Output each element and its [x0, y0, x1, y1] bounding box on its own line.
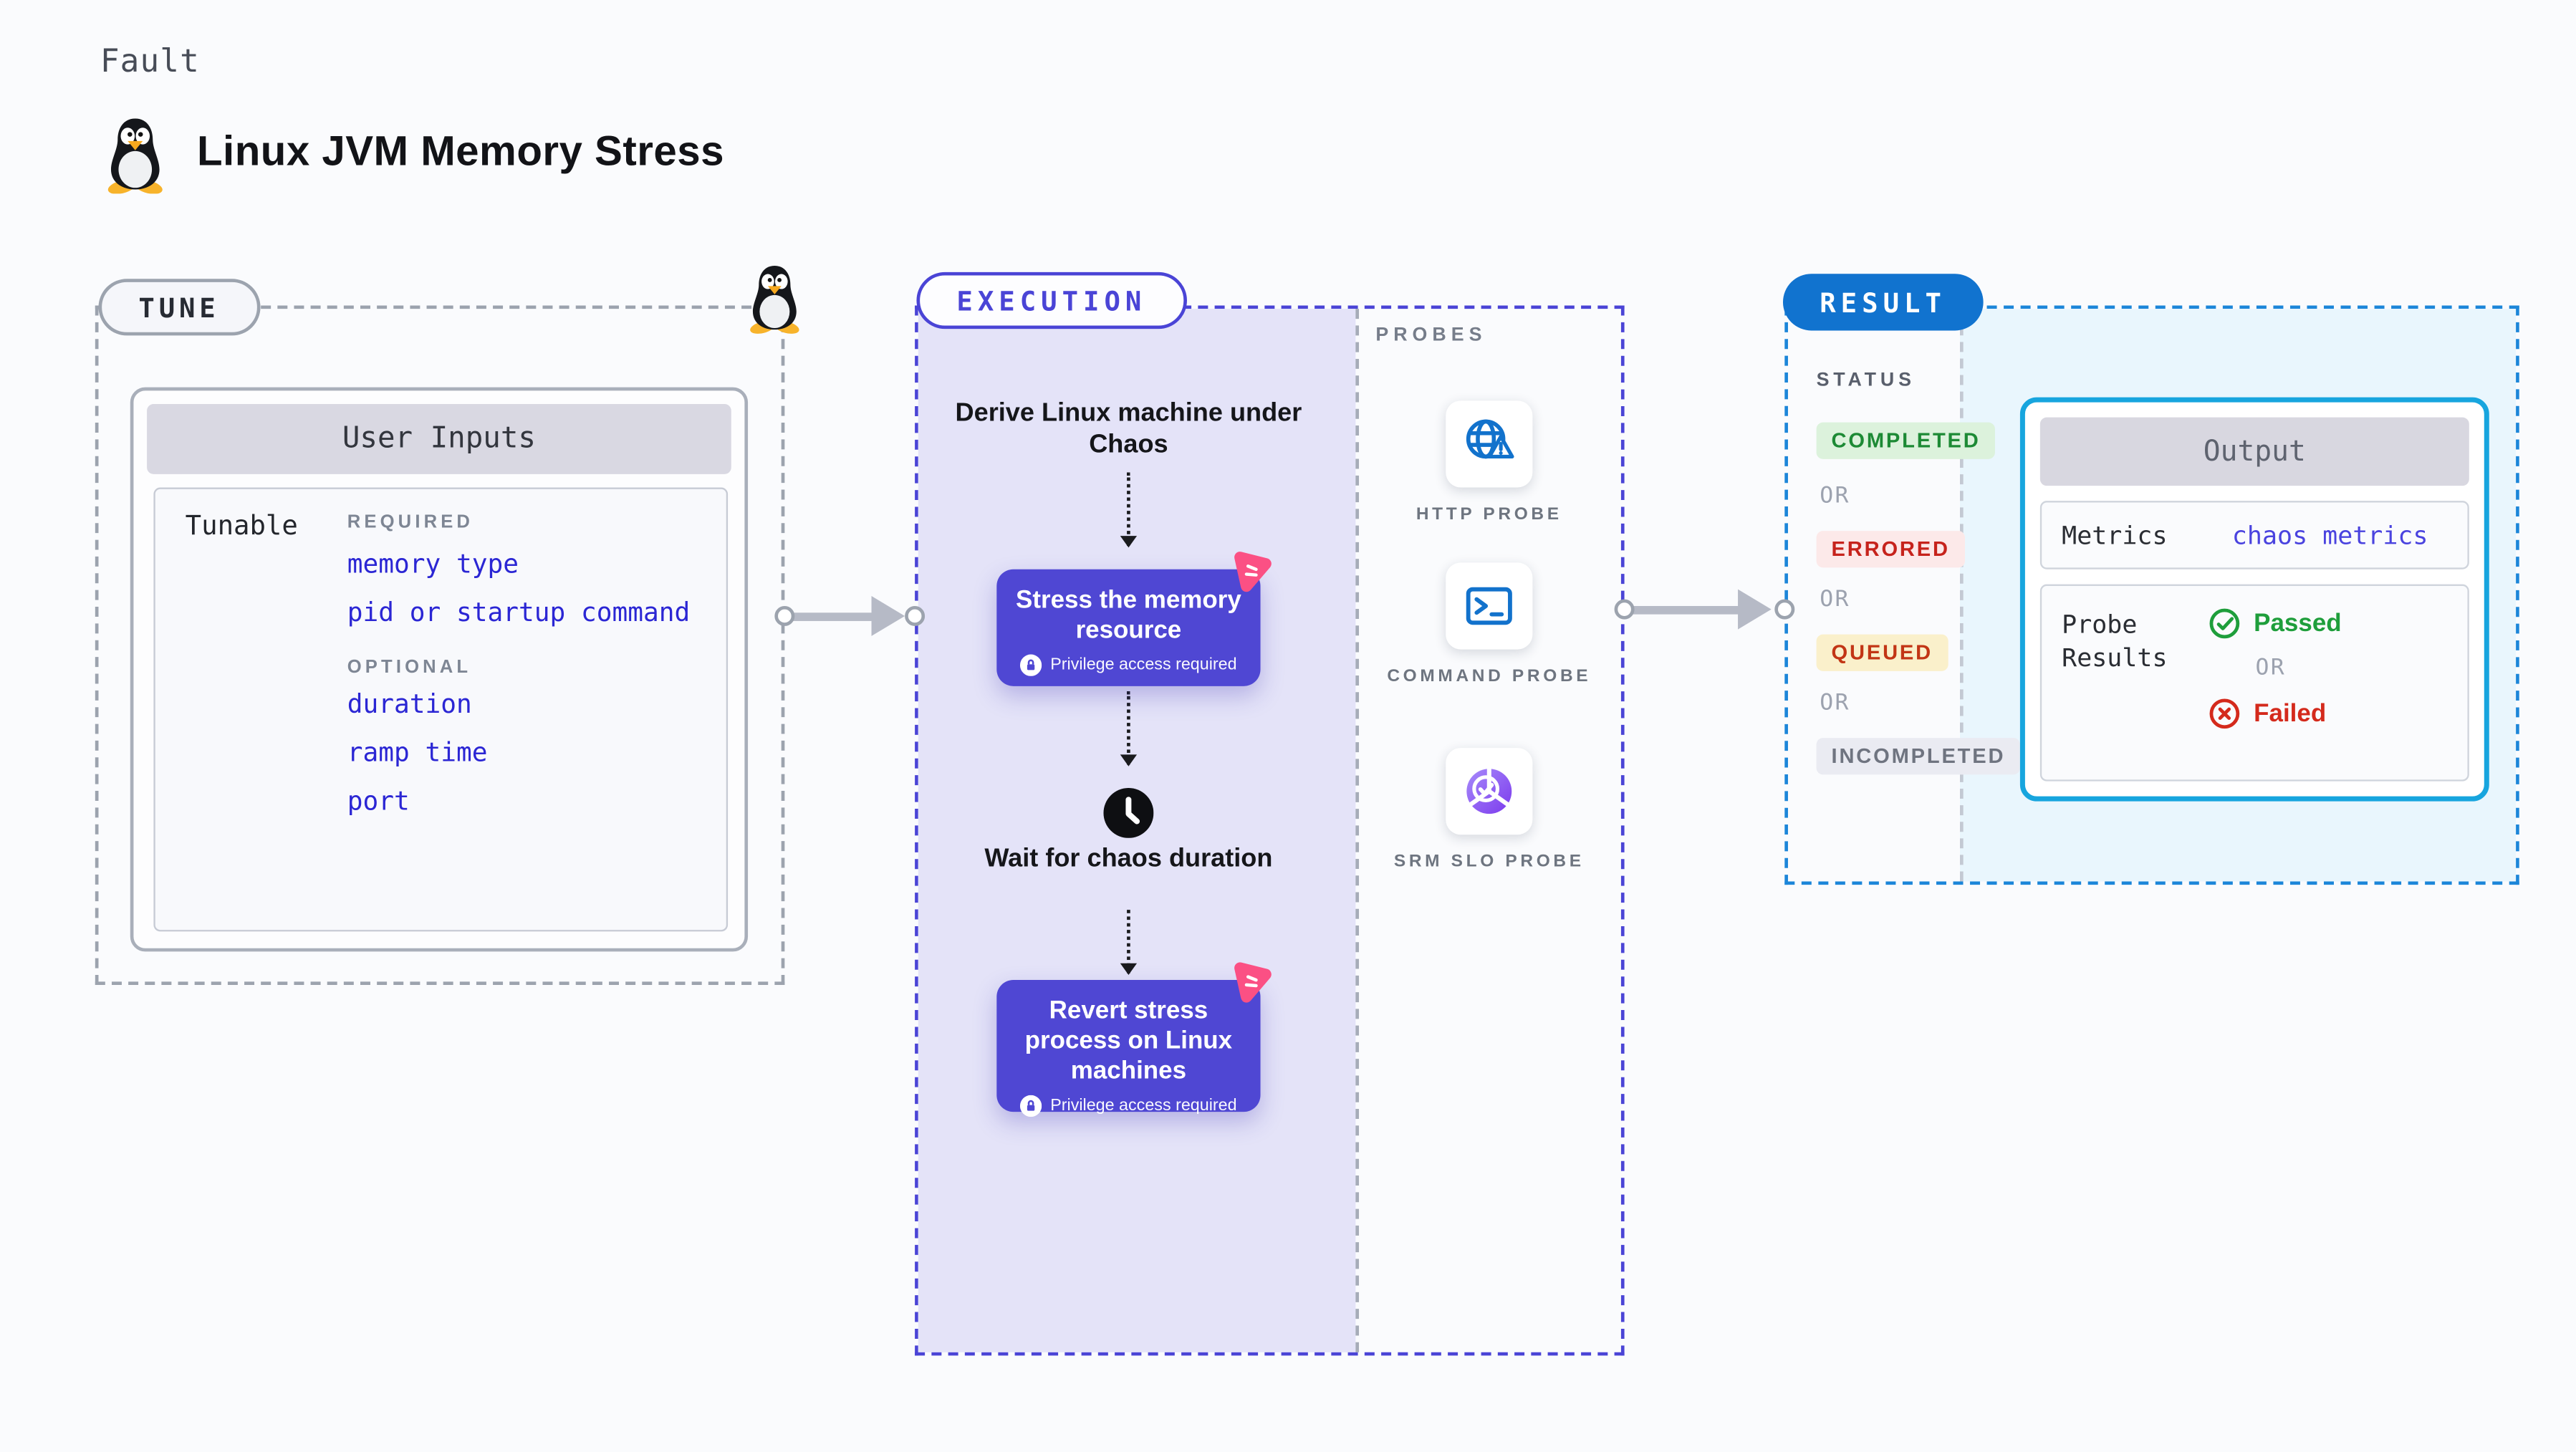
chaos-metrics-link[interactable]: chaos metrics: [2231, 521, 2428, 552]
probe-results-verdicts: Passed OR Failed: [2209, 607, 2342, 729]
http-probe-label: HTTP PROBE: [1416, 504, 1562, 524]
chaos-logo-icon: [1234, 962, 1272, 1003]
flow-arrow-down: [1120, 472, 1138, 548]
globe-warning-icon: [1466, 419, 1514, 459]
tune-to-execution-arrow: [774, 595, 926, 636]
x-circle-icon: [2209, 698, 2240, 729]
tunable-list: REQUIRED memory type pid or startup comm…: [347, 506, 690, 835]
http-probe-card: [1446, 400, 1533, 488]
command-probe-label: COMMAND PROBE: [1387, 665, 1592, 686]
result-badge: RESULT: [1782, 274, 1984, 331]
check-circle-icon: [2209, 608, 2240, 639]
slo-donut-check-icon: [1466, 768, 1512, 814]
user-inputs-body: Tunable REQUIRED memory type pid or star…: [153, 487, 729, 932]
connector-endpoint: [774, 605, 795, 626]
required-group-label: REQUIRED: [347, 512, 474, 533]
connector-endpoint: [905, 605, 926, 626]
optional-group-label: OPTIONAL: [347, 658, 472, 678]
lock-icon: [1020, 654, 1042, 676]
tunable-memory-type[interactable]: memory type: [347, 549, 519, 580]
step-revert-stress-node: Revert stress process on Linux machines …: [996, 980, 1261, 1117]
status-badge-incompleted: INCOMPLETED: [1816, 738, 2021, 775]
tunable-pid-or-startup-command[interactable]: pid or startup command: [347, 597, 691, 628]
srm-slo-probe-label: SRM SLO PROBE: [1393, 851, 1585, 872]
execution-to-result-arrow: [1614, 589, 1795, 630]
linux-tux-icon: [107, 118, 163, 194]
tune-badge: TUNE: [98, 279, 260, 336]
privilege-note: Privilege access required: [1020, 654, 1237, 676]
probe-results-row: Probe Results Passed OR Failed: [2039, 584, 2469, 782]
status-badge-completed: COMPLETED: [1816, 422, 1996, 459]
or-separator: OR: [1820, 482, 1850, 509]
probes-divider: [1355, 309, 1360, 1352]
linux-tux-corner-icon: [750, 266, 799, 334]
metrics-row: Metrics chaos metrics: [2039, 501, 2469, 569]
privilege-note: Privilege access required: [1020, 1095, 1237, 1117]
status-badge-queued: QUEUED: [1816, 634, 1948, 671]
status-badge-errored: ERRORED: [1816, 531, 1965, 568]
or-separator: OR: [1820, 689, 1850, 716]
privilege-note-label: Privilege access required: [1050, 1097, 1237, 1115]
connector-endpoint: [1614, 599, 1635, 620]
execution-badge: EXECUTION: [916, 271, 1187, 330]
metrics-label: Metrics: [2062, 521, 2168, 552]
passed-label: Passed: [2254, 609, 2342, 638]
tune-section: User Inputs Tunable REQUIRED memory type…: [95, 305, 785, 985]
passed-verdict: Passed: [2209, 607, 2342, 639]
privilege-note-label: Privilege access required: [1050, 655, 1237, 675]
user-inputs-header: User Inputs: [147, 403, 731, 474]
probes-column-label: PROBES: [1375, 325, 1487, 346]
step-wait-duration: Wait for chaos duration: [984, 845, 1273, 873]
output-card-header: Output: [2039, 417, 2469, 486]
or-separator: OR: [1820, 586, 1850, 613]
lock-icon: [1020, 1095, 1042, 1117]
stress-node-label: Stress the memory resource: [1016, 586, 1241, 645]
flow-arrow-down: [1120, 910, 1138, 976]
failed-label: Failed: [2254, 699, 2327, 729]
fault-kicker: Fault: [100, 43, 200, 80]
output-card: Output Metrics chaos metrics Probe Resul…: [2019, 397, 2489, 802]
srm-slo-probe-card: [1446, 748, 1533, 835]
flow-arrow-down: [1120, 691, 1138, 766]
tunable-port[interactable]: port: [347, 786, 410, 817]
tunable-duration[interactable]: duration: [347, 689, 472, 720]
probe-results-label: Probe Results: [2062, 609, 2168, 673]
step-stress-memory-node: Stress the memory resource Privilege acc…: [996, 569, 1261, 686]
status-column-label: STATUS: [1816, 370, 1916, 391]
tunable-row-label: Tunable: [185, 509, 298, 542]
step-derive-machine: Derive Linux machine under Chaos: [955, 398, 1302, 459]
status-output-divider: [1960, 309, 1964, 882]
or-separator: OR: [2255, 654, 2287, 681]
clock-icon: [1103, 787, 1154, 838]
page-title: Linux JVM Memory Stress: [196, 128, 724, 176]
failed-verdict: Failed: [2209, 698, 2341, 729]
terminal-icon: [1466, 587, 1512, 625]
revert-node-label: Revert stress process on Linux machines: [1024, 996, 1233, 1085]
tunable-ramp-time[interactable]: ramp time: [347, 738, 488, 769]
command-probe-card: [1446, 562, 1533, 650]
user-inputs-card: User Inputs Tunable REQUIRED memory type…: [130, 387, 749, 952]
connector-endpoint: [1774, 599, 1795, 620]
chaos-logo-icon: [1234, 552, 1272, 592]
